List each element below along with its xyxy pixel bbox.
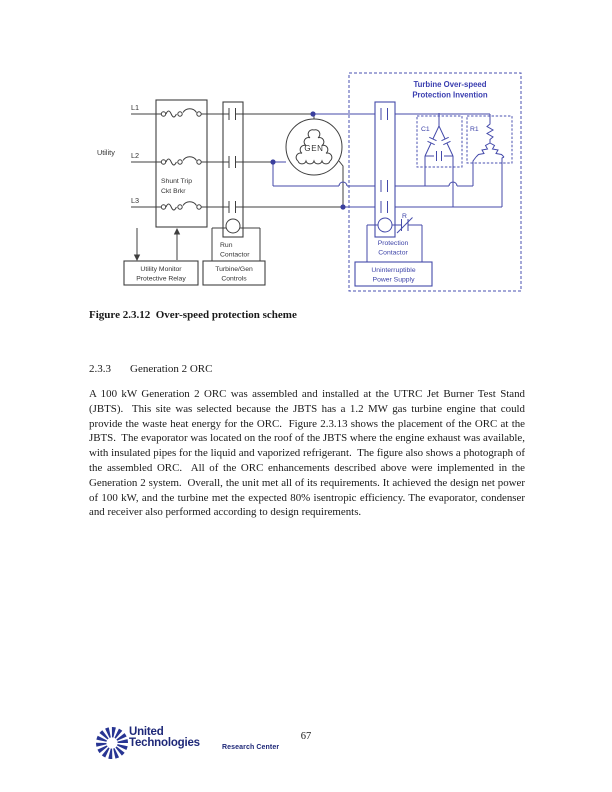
turbine-gen-controls-box: Turbine/Gen Controls [202,260,266,286]
shunt-trip-label-line2: Ckt Brkr [161,188,186,195]
phase-lines [131,113,343,208]
research-center-label: Research Center [222,744,280,751]
shunt-trip-label-line1: Shunt Trip [161,178,192,185]
run-contactor-label-line2: Contactor [220,252,250,259]
utility-label: Utility [97,148,115,157]
brand-line1: United [129,726,164,738]
brand-wordmark: United Technologies [129,726,200,749]
gen-label: GEN [304,144,323,153]
ups-label-line1: Uninterruptible [371,267,415,274]
overspeed-protection-diagram: Turbine Over-speed Protection Invention … [97,72,522,292]
down-arrow [133,228,141,261]
united-technologies-logo-icon [96,727,128,759]
protection-wiring [270,111,505,210]
breaker-pole-symbols [156,108,207,211]
diagram-title-line2: Protection Invention [412,91,488,100]
generator: GEN [285,114,344,207]
utility-monitor-label-line2: Protective Relay [136,276,186,283]
l2-label: L2 [131,151,139,160]
run-contactor: Run Contactor [211,101,261,261]
figure-caption: Figure 2.3.12 Over-speed protection sche… [89,309,297,321]
l3-label: L3 [131,196,139,205]
resistor-bank-r1: R1 [466,115,513,164]
r1-label: R1 [470,126,479,133]
turbine-gen-label-line2: Controls [221,276,247,283]
section-number: 2.3.3 [89,363,111,375]
run-coil [225,218,241,234]
turbine-gen-label-line1: Turbine/Gen [215,266,253,273]
protection-label-line1: Protection [378,240,409,247]
shunt-trip-breaker: Shunt Trip Ckt Brkr [155,99,208,228]
run-contacts [228,108,236,213]
invention-dashed-box [348,72,522,292]
diagram-title-line1: Turbine Over-speed [413,80,486,89]
ups-label-line2: Power Supply [373,277,416,284]
up-arrow [173,228,181,260]
utility-monitor-relay: Utility Monitor Protective Relay [123,228,199,286]
r-contact [392,217,422,234]
l1-label: L1 [131,103,139,112]
run-contactor-label-line1: Run [220,242,233,249]
protection-contacts [380,108,388,213]
r-contact-label: R [402,213,407,220]
brand-line2: Technologies [129,737,200,749]
section-title: Generation 2 ORC [130,363,213,375]
utility-monitor-label-line1: Utility Monitor [140,266,182,273]
section-heading: 2.3.3 Generation 2 ORC [89,363,212,375]
generator-winding [295,129,333,165]
c1-label: C1 [421,126,430,133]
protection-contactor: R Protection Contactor [366,101,423,262]
protection-coil [377,217,393,233]
body-paragraph: A 100 kW Generation 2 ORC was assembled … [89,388,528,519]
page-number: 67 [300,731,312,742]
protection-label-line2: Contactor [378,250,408,257]
capacitor-bank-c1: C1 [416,115,463,168]
ups-box: Uninterruptible Power Supply [354,261,433,287]
